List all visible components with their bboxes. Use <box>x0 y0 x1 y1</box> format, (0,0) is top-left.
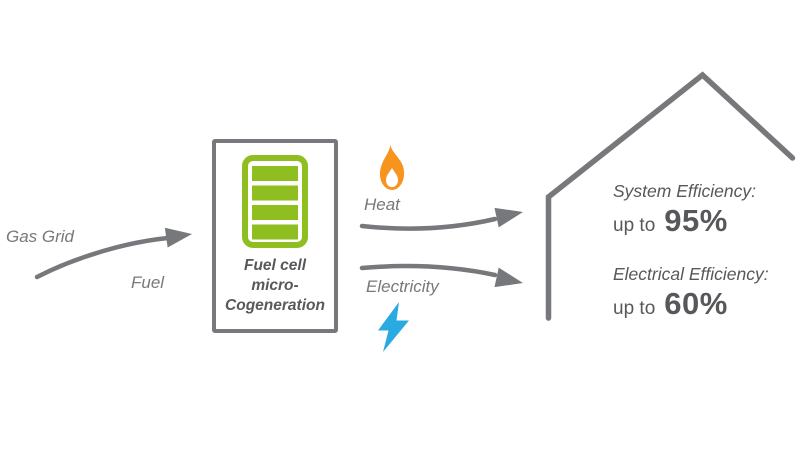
fuel-cell-unit-label: Fuel cell micro- Cogeneration <box>225 256 325 315</box>
fuel-cell-unit-box: Fuel cell micro- Cogeneration <box>212 139 338 333</box>
system-efficiency-number: 95% <box>664 203 728 238</box>
lightning-bolt-icon <box>378 302 409 352</box>
gas-grid-label: Gas Grid <box>6 227 75 246</box>
unit-label-line1: Fuel cell <box>243 257 307 274</box>
electrical-efficiency-value: up to 60% <box>613 286 728 322</box>
electrical-efficiency-number: 60% <box>664 286 728 321</box>
heat-arrow <box>359 207 523 231</box>
system-efficiency-prefix: up to <box>613 215 656 236</box>
unit-label-line2: micro- <box>251 276 299 294</box>
system-efficiency-label: System Efficiency: <box>613 181 756 201</box>
battery-icon <box>242 155 308 248</box>
flame-icon <box>379 144 405 190</box>
electricity-label: Electricity <box>366 277 439 296</box>
unit-label-line3: Cogeneration <box>225 296 325 314</box>
electrical-efficiency-label: Electrical Efficiency: <box>613 264 769 284</box>
electricity-arrow <box>359 263 523 288</box>
fuel-arrow <box>34 227 192 280</box>
electrical-efficiency-prefix: up to <box>613 298 656 319</box>
heat-label: Heat <box>364 195 400 214</box>
house-outline-icon <box>545 71 796 321</box>
fuel-label: Fuel <box>131 273 165 292</box>
system-efficiency-value: up to 95% <box>613 203 728 239</box>
